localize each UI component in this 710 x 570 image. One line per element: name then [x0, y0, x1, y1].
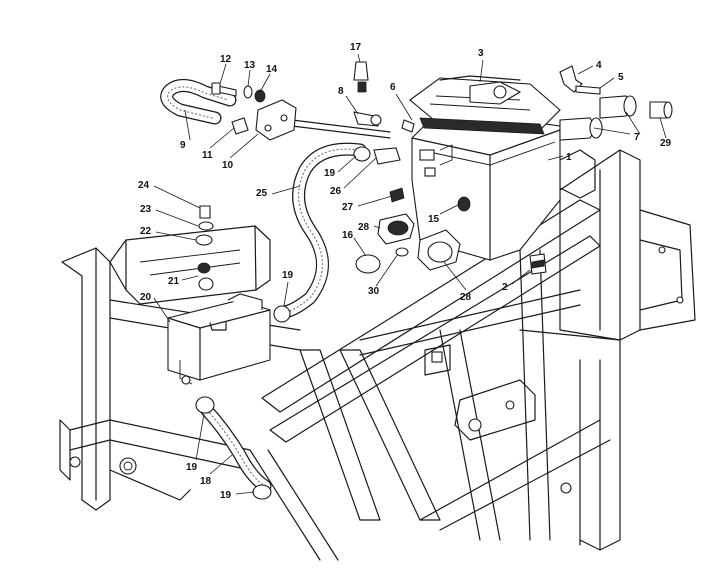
callout-19-tank: 19: [282, 270, 294, 281]
callout-labels: 1 2 3 4 5 6 7 8 9 10 11 12 13 14 15 16 1…: [138, 42, 672, 501]
callout-20: 20: [140, 292, 152, 303]
callout-6: 6: [390, 82, 396, 93]
callout-10: 10: [222, 160, 234, 171]
leader-lines: [153, 53, 667, 495]
callout-13: 13: [244, 60, 256, 71]
callout-25: 25: [256, 188, 268, 199]
callout-27: 27: [342, 202, 354, 213]
callout-1: 1: [566, 152, 572, 163]
callout-16: 16: [342, 230, 354, 241]
callout-22: 22: [140, 226, 152, 237]
callout-17: 17: [350, 42, 362, 53]
callout-9: 9: [180, 140, 186, 151]
callout-14: 14: [266, 64, 278, 75]
frame: [59, 149, 696, 561]
callout-23: 23: [140, 204, 152, 215]
callout-7: 7: [634, 132, 640, 143]
hoses: [160, 79, 391, 493]
callout-19-upper: 19: [324, 168, 336, 179]
callout-28-upper: 28: [358, 222, 370, 233]
callout-8: 8: [338, 86, 344, 97]
callout-24: 24: [138, 180, 150, 191]
callout-2: 2: [502, 282, 508, 293]
callout-5: 5: [618, 72, 624, 83]
callout-15: 15: [428, 214, 440, 225]
callout-29: 29: [660, 138, 672, 149]
callout-3: 3: [478, 48, 484, 59]
airbox-assembly: [409, 75, 561, 261]
expansion-tank-20: [167, 293, 271, 385]
callout-26: 26: [330, 186, 342, 197]
callout-4: 4: [596, 60, 602, 71]
callout-19-bottom: 19: [220, 490, 232, 501]
callout-18: 18: [200, 476, 212, 487]
callout-12: 12: [220, 54, 232, 65]
callout-11: 11: [202, 150, 213, 161]
callout-19-lower: 19: [186, 462, 198, 473]
callout-21: 21: [168, 276, 180, 287]
callout-30: 30: [368, 286, 380, 297]
callout-28-lower: 28: [460, 292, 472, 303]
